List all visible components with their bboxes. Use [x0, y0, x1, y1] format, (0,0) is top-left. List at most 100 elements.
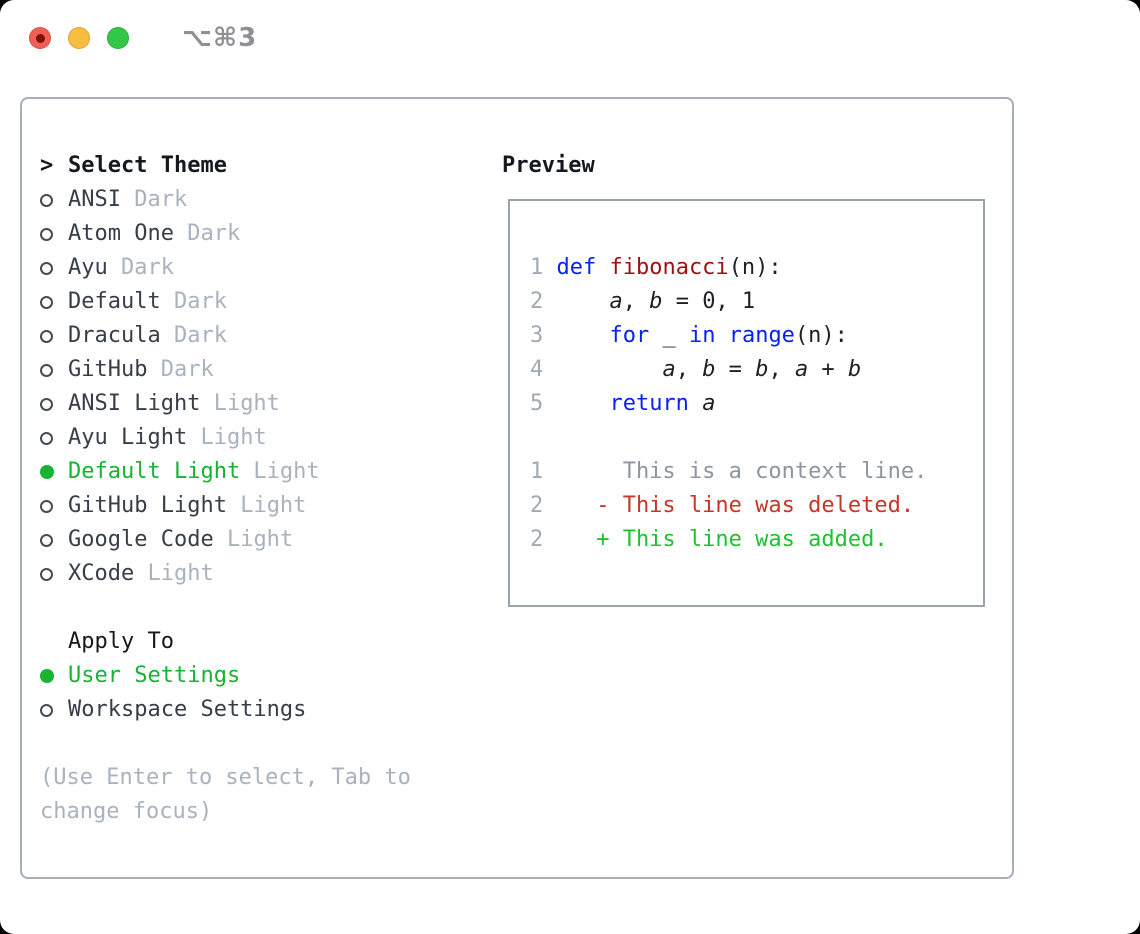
minimize-button[interactable] [68, 27, 90, 49]
code-line: 4 a, b = b, a + b [530, 353, 983, 387]
line-number: 2 [530, 527, 544, 552]
theme-option[interactable]: Google Code Light [40, 523, 490, 557]
code-line: 3 for _ in range(n): [530, 319, 983, 353]
code-segment: - This line was deleted. [556, 493, 915, 518]
code-segment: return [609, 391, 689, 416]
code-segment: This is a context line. [556, 459, 928, 484]
code-segment: a [662, 357, 676, 382]
code-segment [556, 289, 609, 314]
code-segment: in [688, 323, 716, 348]
code-segment: a [702, 391, 716, 416]
apply-to-option[interactable]: User Settings [40, 659, 490, 693]
code-segment [556, 357, 662, 382]
code-segment [556, 323, 609, 348]
help-line: (Use Enter to select, Tab to [40, 765, 411, 790]
radio-unselected-icon [40, 499, 53, 513]
code-line: 1 This is a context line. [530, 455, 983, 489]
code-segment: , [622, 289, 650, 314]
preview-title: Preview [502, 153, 595, 178]
apply-to-option[interactable]: Workspace Settings [40, 693, 490, 727]
code-segment: + [808, 357, 848, 382]
line-number: 1 [530, 459, 544, 484]
theme-name: Ayu [68, 255, 108, 280]
theme-variant: Dark [160, 323, 227, 348]
code-segment: (n): [794, 323, 848, 348]
code-segment [689, 391, 702, 416]
radio-unselected-icon [40, 363, 53, 377]
theme-option[interactable]: Default Light Light [40, 455, 490, 489]
theme-option[interactable]: Atom One Dark [40, 217, 490, 251]
code-segment [715, 323, 728, 348]
zoom-button[interactable] [107, 27, 129, 49]
code-segment: = 0, 1 [662, 289, 756, 314]
theme-variant: Light [213, 527, 294, 552]
theme-option[interactable]: GitHub Light Light [40, 489, 490, 523]
code-segment: b [702, 357, 716, 382]
theme-option[interactable]: Dracula Dark [40, 319, 490, 353]
theme-name: Default [68, 289, 161, 314]
select-theme-title: Select Theme [68, 153, 227, 178]
theme-option[interactable]: Ayu Light Light [40, 421, 490, 455]
line-number: 2 [530, 289, 544, 314]
theme-name: Default Light [68, 459, 241, 484]
window-title-shortcut: ⌥⌘3 [182, 23, 258, 53]
line-number: 5 [530, 391, 544, 416]
apply-to-header: Apply To [40, 625, 490, 659]
radio-selected-icon [40, 669, 54, 683]
line-number: 1 [530, 255, 544, 280]
theme-option[interactable]: Default Dark [40, 285, 490, 319]
code-segment: range [728, 323, 795, 348]
theme-option[interactable]: ANSI Dark [40, 183, 490, 217]
code-line [530, 421, 983, 455]
radio-unselected-icon [40, 261, 53, 275]
theme-option[interactable]: GitHub Dark [40, 353, 490, 387]
radio-selected-icon [40, 465, 54, 479]
theme-option[interactable]: Ayu Dark [40, 251, 490, 285]
theme-option[interactable]: XCode Light [40, 557, 490, 591]
close-dot-icon [35, 33, 45, 43]
cursor-prompt-icon: > [40, 153, 54, 178]
close-button[interactable] [29, 27, 51, 49]
code-segment: def [556, 255, 597, 280]
code-segment: + This line was added. [556, 527, 888, 552]
theme-name: ANSI Light [68, 391, 201, 416]
help-line: change focus) [40, 799, 213, 824]
code-segment: (n): [728, 255, 782, 280]
theme-option[interactable]: ANSI Light Light [40, 387, 490, 421]
theme-variant: Light [187, 425, 267, 450]
code-line: 2 a, b = 0, 1 [530, 285, 983, 319]
code-segment: for [609, 323, 650, 348]
code-segment: = [715, 357, 756, 382]
radio-unselected-icon [40, 567, 53, 581]
theme-name: Google Code [68, 527, 214, 552]
code-segment [556, 391, 609, 416]
theme-name: Atom One [68, 221, 174, 246]
radio-unselected-icon [40, 397, 53, 411]
radio-unselected-icon [40, 703, 53, 717]
radio-unselected-icon [40, 431, 53, 445]
theme-name: XCode [68, 561, 135, 586]
theme-name: Ayu Light [68, 425, 188, 450]
theme-variant: Dark [120, 187, 188, 212]
radio-unselected-icon [40, 295, 53, 309]
theme-variant: Light [240, 459, 320, 484]
apply-to-label: Workspace Settings [68, 697, 307, 722]
line-number: 3 [530, 323, 544, 348]
radio-unselected-icon [40, 193, 53, 207]
code-line: 5 return a [530, 387, 983, 421]
theme-name: GitHub Light [68, 493, 227, 518]
help-text: (Use Enter to select, Tab to change focus… [40, 761, 490, 829]
code-segment: a [609, 289, 623, 314]
code-segment [596, 255, 609, 280]
theme-variant: Dark [173, 221, 241, 246]
radio-unselected-icon [40, 533, 53, 547]
apply-to-title: Apply To [68, 629, 174, 654]
